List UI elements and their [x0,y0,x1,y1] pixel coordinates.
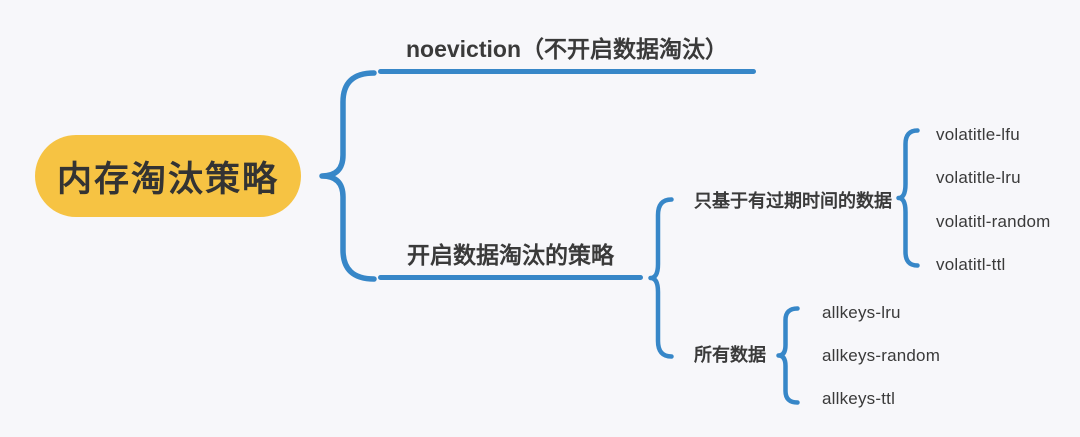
branch-underline [378,69,756,74]
leaf-allkeys-ttl[interactable]: allkeys-ttl [822,389,896,408]
branch-noeviction[interactable]: noeviction（不开启数据淘汰） [378,26,756,74]
leaf-volatitl-ttl[interactable]: volatitl-ttl [936,255,1006,274]
branch-eviction-enabled[interactable]: 开启数据淘汰的策略 [378,232,643,280]
node-all-data[interactable]: 所有数据 [694,345,766,365]
branch-underline [378,275,643,280]
expiry-brace-icon [896,128,920,268]
branch-eviction-enabled-label: 开启数据淘汰的策略 [407,242,614,268]
leaf-allkeys-lru[interactable]: allkeys-lru [822,303,901,322]
branch-noeviction-label: noeviction（不开启数据淘汰） [405,36,728,62]
leaf-allkeys-random[interactable]: allkeys-random [822,346,941,365]
leaf-volatitl-random[interactable]: volatitl-random [936,212,1051,231]
node-expiry-scoped-data[interactable]: 只基于有过期时间的数据 [694,191,892,211]
leaf-volatitle-lru[interactable]: volatitle-lru [936,168,1021,187]
leaf-volatitle-lfu[interactable]: volatitle-lfu [936,125,1020,144]
eviction-brace-icon [648,197,674,359]
root-brace-icon [319,70,377,282]
all-data-brace-icon [776,306,800,405]
root-node[interactable]: 内存淘汰策略 [35,135,301,217]
